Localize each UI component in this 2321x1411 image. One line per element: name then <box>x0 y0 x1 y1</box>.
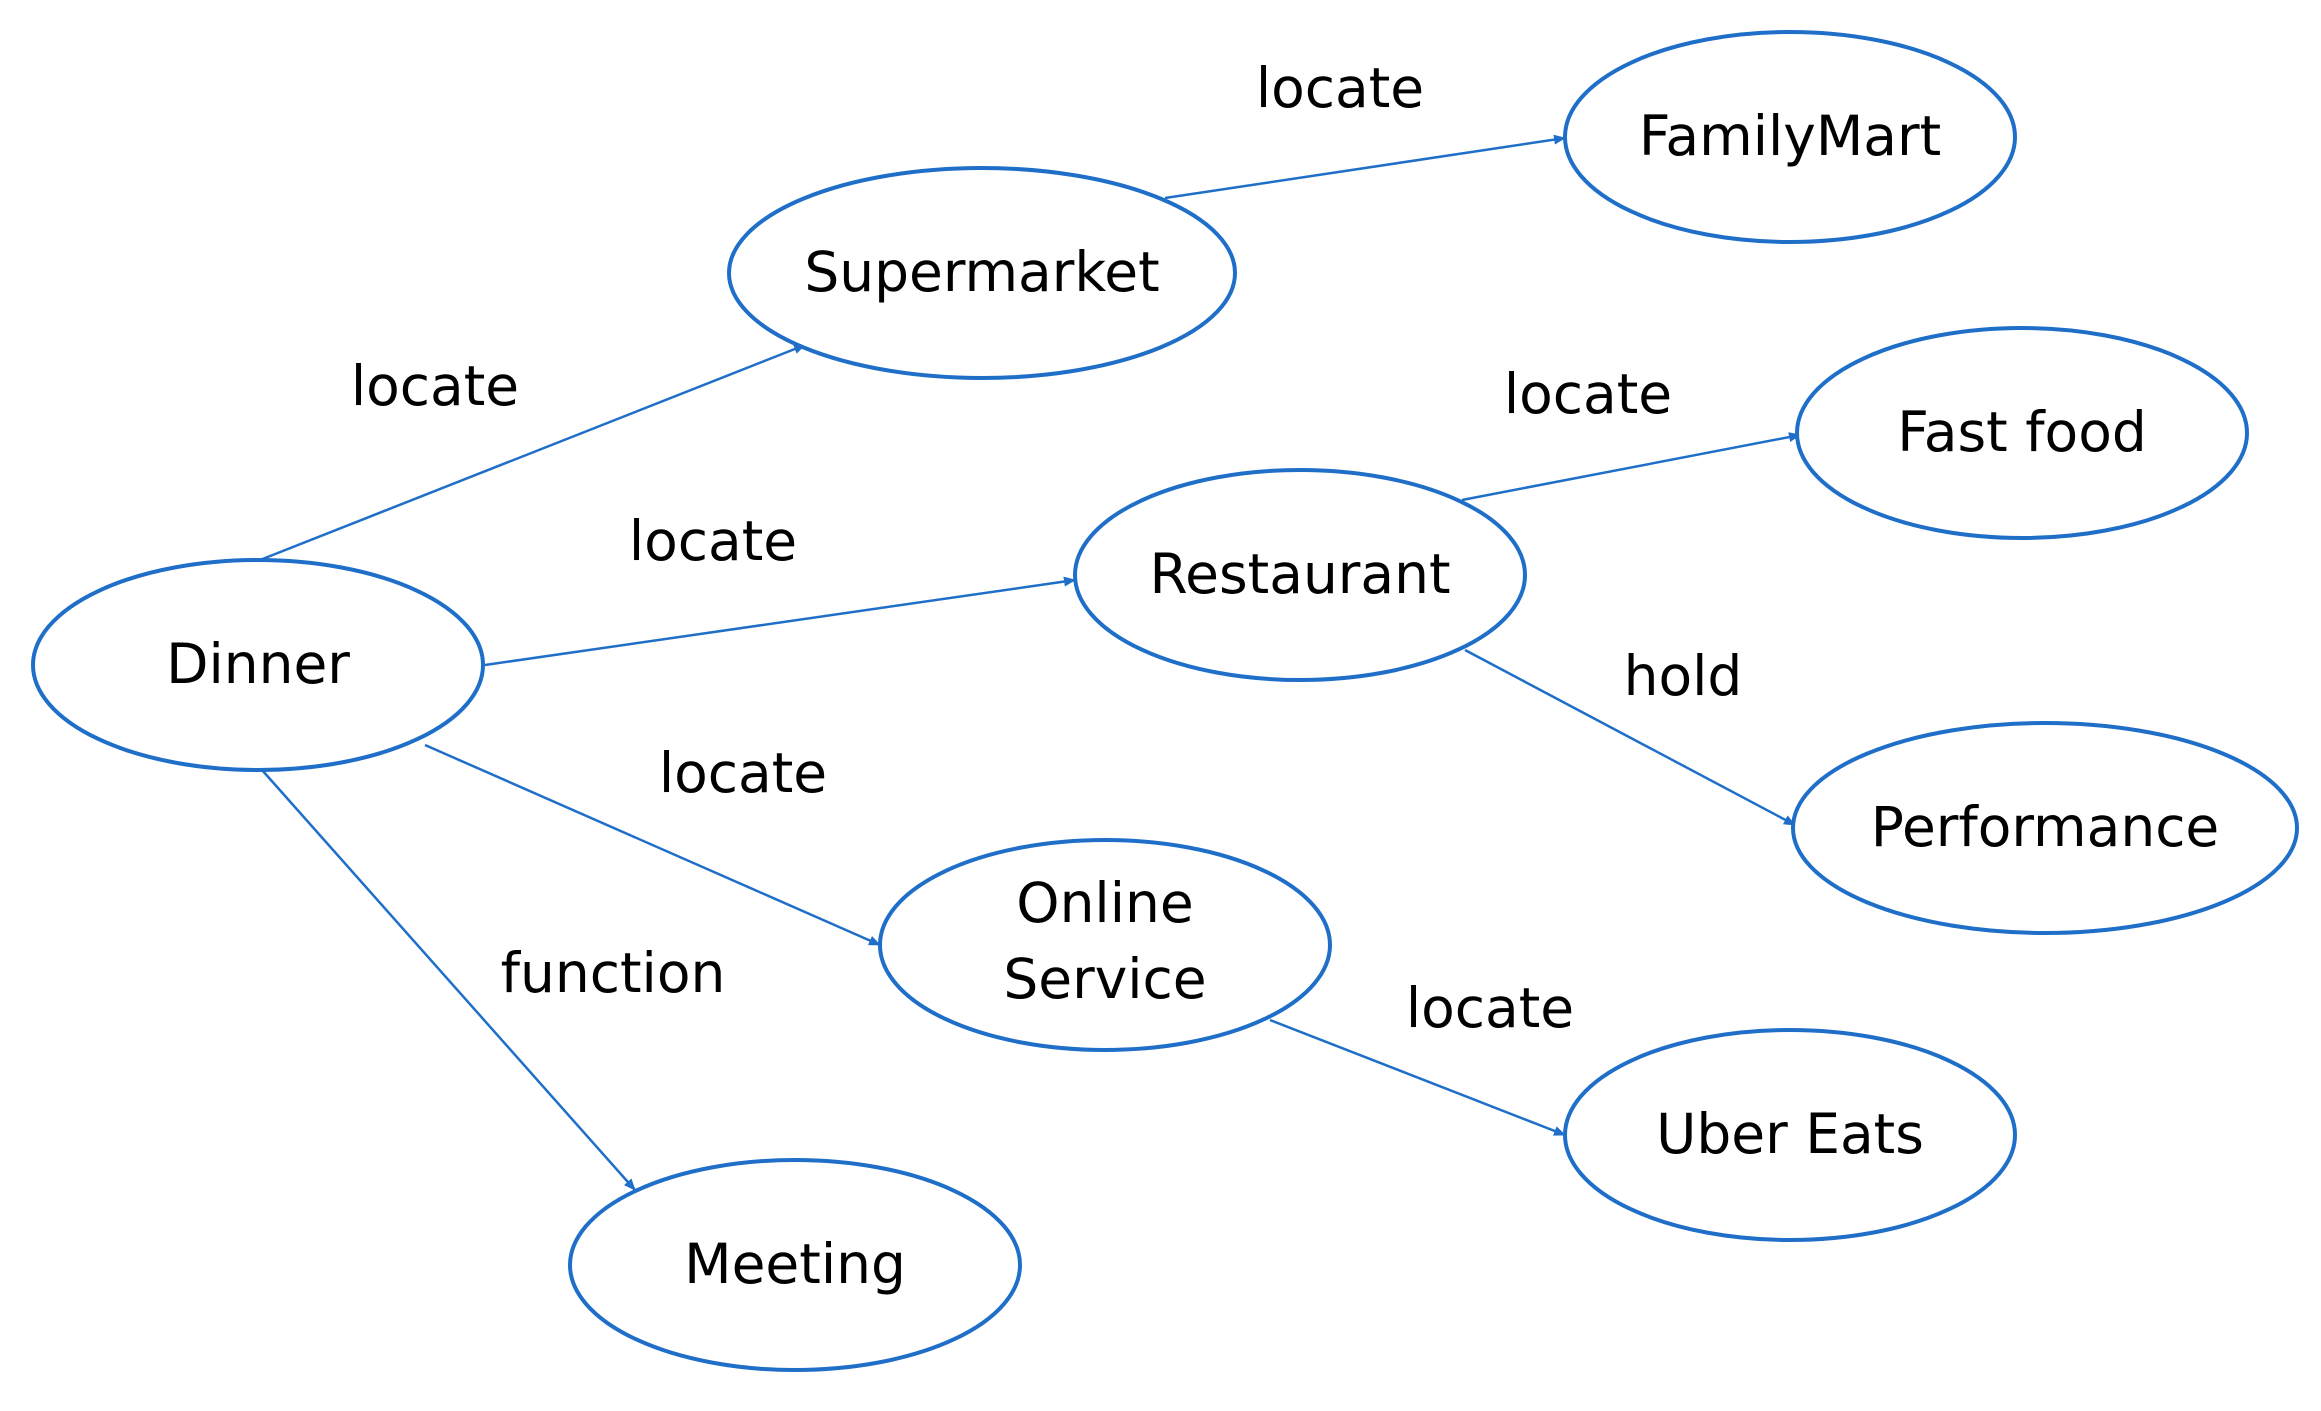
edge-dinner-restaurant <box>484 576 1076 667</box>
node-label-familymart: FamilyMart <box>1639 104 1941 168</box>
edge-dinner-meeting <box>261 769 636 1191</box>
edge-label-dinner-restaurant: locate <box>629 509 797 573</box>
node-label-supermarket: Supermarket <box>804 240 1159 304</box>
edge-labels: locate locate locate function locate loc… <box>351 56 1742 1040</box>
node-label-meeting: Meeting <box>684 1232 906 1296</box>
edge-label-dinner-supermarket: locate <box>351 354 519 418</box>
nodes: Dinner Supermarket FamilyMart Restaurant… <box>31 30 2299 1372</box>
edge-label-online-ubereats: locate <box>1406 976 1574 1040</box>
edges <box>259 134 1801 1191</box>
edge-label-supermarket-familymart: locate <box>1256 56 1424 120</box>
edge-label-dinner-meeting: function <box>501 941 726 1005</box>
node-online-service[interactable]: Online Service <box>878 838 1332 1052</box>
edge-label-dinner-online: locate <box>659 741 827 805</box>
edge-dinner-online <box>424 743 881 947</box>
node-label-dinner: Dinner <box>166 632 350 696</box>
edge-restaurant-fastfood <box>1461 432 1801 502</box>
node-label-fastfood: Fast food <box>1897 400 2147 464</box>
node-fastfood[interactable]: Fast food <box>1795 326 2249 540</box>
node-dinner[interactable]: Dinner <box>31 558 485 772</box>
edge-dinner-supermarket <box>259 343 806 562</box>
node-label-online: Online <box>1016 871 1193 935</box>
node-label-service: Service <box>1003 947 1206 1011</box>
edge-restaurant-performance <box>1464 648 1796 827</box>
node-meeting[interactable]: Meeting <box>568 1158 1022 1372</box>
node-familymart[interactable]: FamilyMart <box>1563 30 2017 244</box>
node-label-ubereats: Uber Eats <box>1656 1102 1924 1166</box>
edge-online-ubereats <box>1269 1018 1566 1137</box>
node-label-restaurant: Restaurant <box>1149 542 1450 606</box>
node-label-performance: Performance <box>1871 795 2220 859</box>
edge-label-restaurant-fastfood: locate <box>1504 362 1672 426</box>
edge-supermarket-familymart <box>1164 134 1566 200</box>
node-restaurant[interactable]: Restaurant <box>1073 468 1527 682</box>
edge-label-restaurant-performance: hold <box>1624 644 1743 708</box>
node-performance[interactable]: Performance <box>1791 721 2299 935</box>
node-ubereats[interactable]: Uber Eats <box>1563 1028 2017 1242</box>
node-supermarket[interactable]: Supermarket <box>727 166 1237 380</box>
